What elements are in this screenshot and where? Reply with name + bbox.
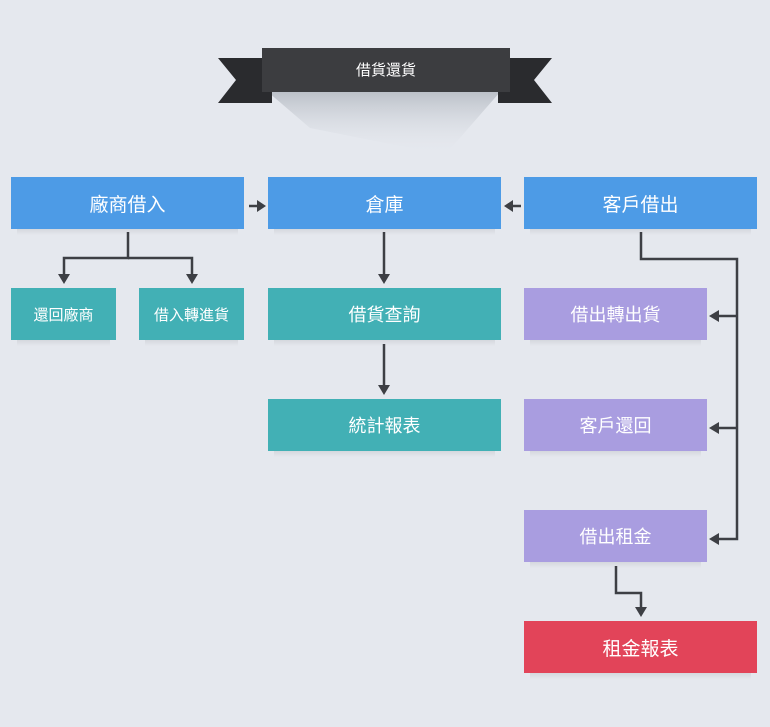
ribbon-body <box>262 48 510 92</box>
node-lend-to-sale[interactable]: 借出轉出貨 <box>524 288 707 346</box>
edge-customer-trunk <box>639 232 739 541</box>
node-customer-return[interactable]: 客戶還回 <box>524 399 707 457</box>
node-warehouse[interactable]: 倉庫 <box>268 177 501 235</box>
edge-rent-to-report <box>614 566 643 609</box>
arrowhead <box>635 607 647 617</box>
arrowhead <box>257 200 266 212</box>
diagram-title: 借貨還貨 <box>355 61 416 79</box>
node-supplier-borrow[interactable]: 廠商借入 <box>11 177 244 235</box>
edge-supplier-to-return <box>62 232 130 276</box>
node-rent-report[interactable]: 租金報表 <box>524 621 757 679</box>
arrowhead <box>504 200 513 212</box>
arrowhead <box>58 274 70 284</box>
arrowhead <box>378 274 390 284</box>
node-borrow-to-purchase[interactable]: 借入轉進貨 <box>139 288 244 346</box>
arrowhead <box>709 310 719 322</box>
ribbon-right-tail <box>498 58 552 103</box>
arrowhead <box>186 274 198 284</box>
node-lend-rent[interactable]: 借出租金 <box>524 510 707 568</box>
node-borrow-query[interactable]: 借貨查詢 <box>268 288 501 346</box>
node-statistics-report[interactable]: 統計報表 <box>268 399 501 457</box>
node-return-supplier[interactable]: 還回廠商 <box>11 288 116 346</box>
arrowhead <box>709 422 719 434</box>
arrowhead <box>378 385 390 395</box>
arrowhead <box>709 533 719 545</box>
ribbon-shadow <box>268 92 500 155</box>
edge-supplier-to-purchase <box>128 256 194 276</box>
ribbon-left-tail <box>218 58 272 103</box>
node-customer-lend[interactable]: 客戶借出 <box>524 177 757 235</box>
